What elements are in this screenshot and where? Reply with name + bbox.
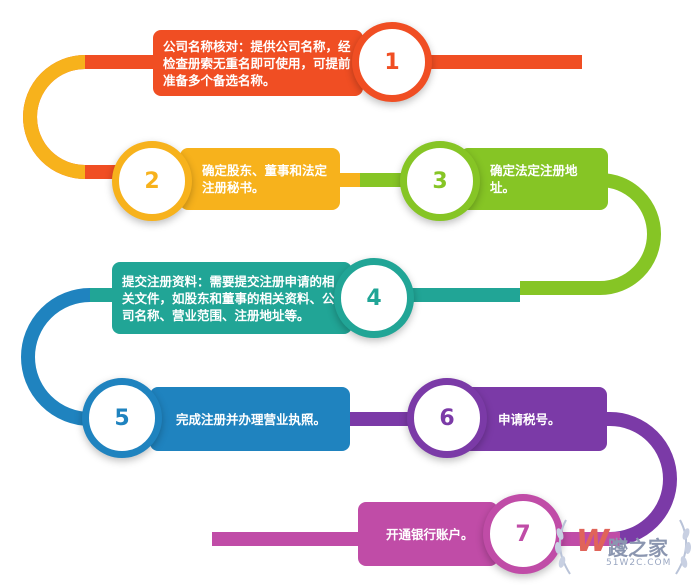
step-4-text: 提交注册资料：需要提交注册申请的相关文件，如股东和董事的相关资料、公司名称、营业… — [122, 273, 335, 323]
step-1-badge: 1 — [352, 22, 432, 102]
watermark-brand: 躞之家 — [608, 536, 668, 560]
watermark-logo: W 躞之家 51W2C.COM — [548, 510, 698, 584]
step-1-box: 公司名称核对：提供公司名称，经检查册索无重名即可使用，可提前准备多个备选名称。 — [153, 30, 363, 96]
path-turn-2 — [599, 173, 661, 295]
step-4-number: 4 — [366, 285, 382, 311]
watermark-letter: W — [576, 524, 610, 559]
step-2-badge: 2 — [112, 141, 192, 221]
step-4-badge: 4 — [334, 258, 414, 338]
step-5-box: 完成注册并办理营业执照。 — [150, 387, 350, 451]
step-7-box: 开通银行账户。 — [358, 502, 498, 566]
path-turn-3 — [21, 288, 91, 426]
step-5-number: 5 — [114, 405, 130, 431]
step-1-text: 公司名称核对：提供公司名称，经检查册索无重名即可使用，可提前准备多个备选名称。 — [163, 38, 351, 88]
step-3-box: 确定法定注册地址。 — [460, 148, 608, 210]
step-5-text: 完成注册并办理营业执照。 — [176, 411, 327, 427]
step-5-badge: 5 — [82, 378, 162, 458]
step-1-number: 1 — [384, 49, 400, 75]
step-2-number: 2 — [144, 168, 160, 194]
path-turn-1 — [23, 55, 86, 179]
step-3-number: 3 — [432, 168, 448, 194]
step-3-text: 确定法定注册地址。 — [490, 163, 578, 195]
laurel-icon — [554, 519, 692, 575]
step-7-number: 7 — [515, 521, 531, 547]
step-3-badge: 3 — [400, 141, 480, 221]
step-6-text: 申请税号。 — [498, 411, 561, 427]
step-6-badge: 6 — [407, 378, 487, 458]
path-turn-4 — [609, 412, 677, 546]
step-2-text: 确定股东、董事和法定注册秘书。 — [202, 163, 328, 195]
step-7-text: 开通银行账户。 — [386, 526, 474, 542]
step-4-box: 提交注册资料：需要提交注册申请的相关文件，如股东和董事的相关资料、公司名称、营业… — [112, 262, 352, 334]
step-2-box: 确定股东、董事和法定注册秘书。 — [180, 148, 340, 210]
watermark-url: 51W2C.COM — [606, 558, 672, 568]
step-6-number: 6 — [439, 405, 455, 431]
